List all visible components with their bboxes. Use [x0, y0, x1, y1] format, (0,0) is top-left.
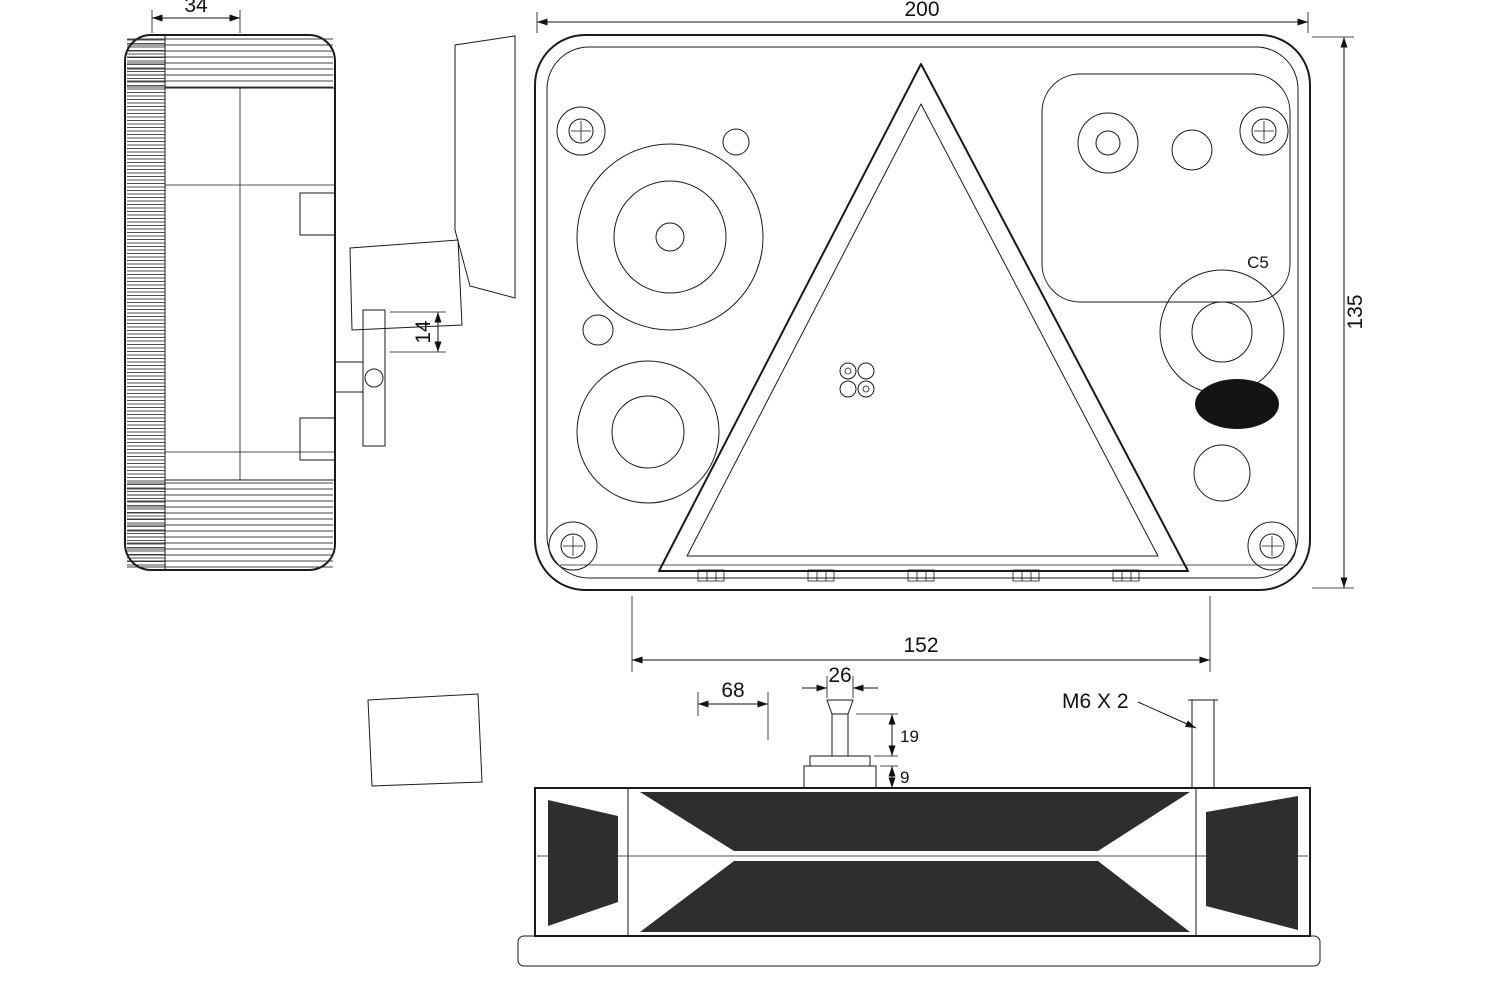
side-view-ear-top — [299, 192, 336, 236]
moulded-mark — [1112, 569, 1140, 582]
section-hatch-1 — [454, 35, 516, 299]
dim-fixing-centres-label: 152 — [903, 634, 938, 657]
stud-detail-left — [803, 699, 877, 789]
bottom-view — [517, 787, 1321, 967]
dim-bracket-width: 14 — [390, 311, 446, 353]
dim-stud-head-label: 26 — [828, 664, 851, 687]
lamp-detail-circle-2 — [582, 314, 614, 346]
dim-overall-height: 135 — [1312, 36, 1367, 589]
screw-top-right-icon — [1239, 106, 1289, 156]
manufacturer-logo-icon — [839, 362, 875, 398]
dim-stud-length: 19 — [856, 713, 919, 757]
dim-overall-width-label: 200 — [904, 0, 939, 21]
lamp-function-bottom-left-inner — [611, 395, 685, 469]
lamp-detail-circle-6 — [1193, 444, 1251, 502]
lamp-detail-circle-1 — [722, 128, 750, 156]
bottom-right-facet — [1206, 796, 1298, 930]
moulded-marks — [697, 569, 1140, 582]
dim-stud-base-label: 9 — [900, 768, 909, 787]
stud-washer — [809, 755, 871, 767]
lamp-function-top-left-inner — [613, 180, 727, 294]
side-view-outline — [124, 34, 336, 571]
dim-fixing-centres: 152 — [631, 596, 1211, 672]
dim-stud-head: 26 — [802, 664, 878, 698]
dim-overall-height-label: 135 — [1344, 294, 1367, 329]
side-view — [124, 34, 386, 571]
lamp-function-bottom-left — [576, 360, 720, 504]
bottom-left-facet — [548, 800, 618, 926]
moulded-mark — [1012, 569, 1040, 582]
stud-base-block — [803, 765, 877, 789]
section-hatch-3 — [367, 693, 483, 787]
thread-callout: M6 X 2 — [1062, 690, 1197, 729]
lamp-function-top-left — [576, 143, 764, 331]
section-hatch-2 — [349, 239, 463, 331]
dim-depth-label: 34 — [184, 0, 208, 17]
bottom-lens-facet-bottom — [640, 861, 1190, 932]
front-view: C5 — [534, 34, 1311, 591]
stud-shaft-right — [1191, 699, 1215, 789]
side-view-ear-bottom — [299, 417, 336, 461]
dim-overall-width: 200 — [536, 0, 1309, 33]
side-view-lens-band — [127, 38, 165, 568]
moulded-mark — [697, 569, 725, 582]
stud-shaft — [831, 713, 849, 757]
lamp-detail-circle-5 — [1171, 129, 1213, 171]
stud-detail-right — [1188, 699, 1218, 789]
approval-marking: C5 — [1247, 253, 1269, 272]
screw-bottom-right-icon — [1247, 521, 1297, 571]
lamp-detail-circle-4 — [1095, 130, 1121, 156]
side-bracket-hole — [364, 368, 384, 388]
dim-stud-offset: 68 — [697, 679, 769, 740]
lamp-dark-lens — [1195, 379, 1279, 429]
triangle-reflector-outline — [658, 63, 1189, 572]
dim-depth: 34 — [151, 0, 241, 33]
side-bracket-plate — [362, 309, 386, 447]
dim-bracket-width-label: 14 — [412, 320, 435, 344]
screw-top-left-icon — [556, 106, 606, 156]
lamp-function-top-left-center — [655, 222, 685, 252]
screw-bottom-left-icon — [548, 521, 598, 571]
lamp-inner-outline — [546, 46, 1299, 579]
moulded-mark — [807, 569, 835, 582]
dim-stud-offset-label: 68 — [721, 679, 744, 702]
lamp-function-mid-right — [1159, 269, 1285, 395]
moulded-mark — [907, 569, 935, 582]
bottom-lens-facet-top — [640, 792, 1190, 851]
lamp-function-mid-right-inner — [1191, 301, 1253, 363]
stud-tip — [826, 699, 854, 715]
dim-stud-length-label: 19 — [900, 727, 919, 746]
section-hatches — [349, 35, 516, 787]
lamp-outline — [534, 34, 1311, 591]
side-bracket-neck — [334, 361, 364, 393]
lamp-detail-circle-3 — [1077, 112, 1139, 174]
lamp-function-top-right — [1041, 73, 1291, 303]
triangle-reflector-face — [686, 103, 1159, 557]
dim-stud-base: 9 — [880, 765, 909, 789]
thread-callout-label: M6 X 2 — [1062, 690, 1129, 713]
bottom-base-plate — [517, 935, 1321, 967]
